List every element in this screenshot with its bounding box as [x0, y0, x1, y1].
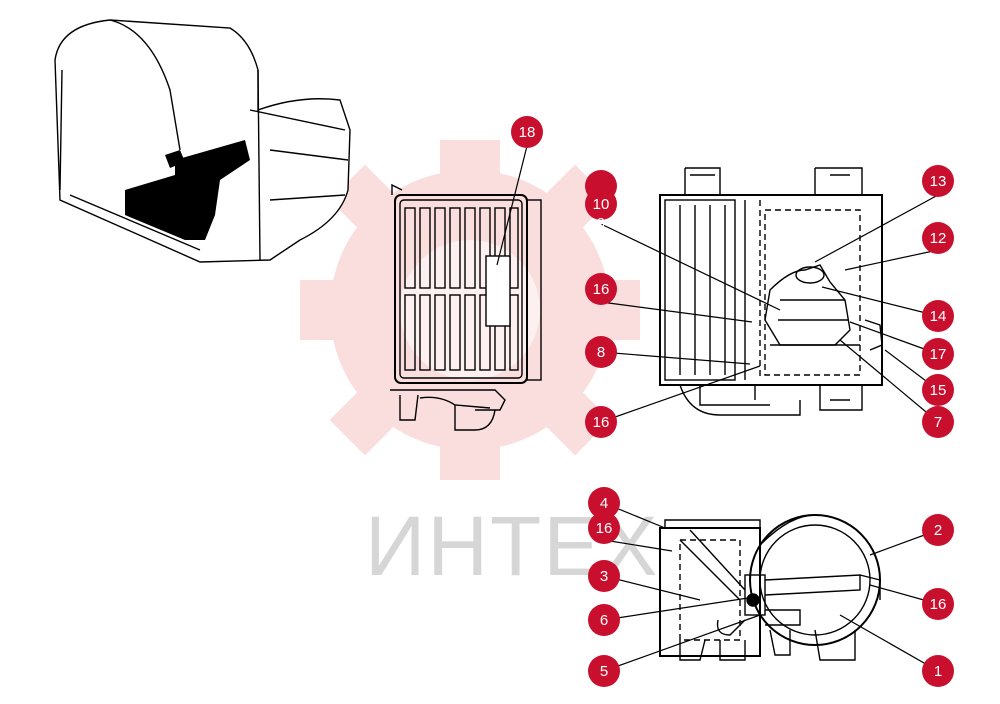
blower-unit-view	[659, 514, 881, 661]
callout-15: 15	[922, 374, 954, 406]
callout-4: 4	[588, 487, 620, 519]
callout-14: 14	[922, 300, 954, 332]
svg-text:12: 12	[930, 230, 947, 247]
callout-17: 17	[922, 338, 954, 370]
svg-text:7: 7	[934, 414, 942, 431]
watermark-gear-hole	[400, 240, 540, 380]
svg-text:13: 13	[930, 173, 947, 190]
callout-18: 18	[511, 116, 543, 148]
svg-text:17: 17	[930, 346, 947, 363]
callout-12: 12	[922, 222, 954, 254]
svg-text:14: 14	[930, 308, 947, 325]
svg-text:5: 5	[600, 663, 608, 680]
svg-text:16: 16	[593, 281, 610, 298]
callout-16d: 16	[922, 588, 954, 620]
svg-text:3: 3	[600, 568, 608, 585]
svg-text:16: 16	[596, 520, 613, 537]
heater-unit-side-view	[659, 167, 883, 416]
callout-13: 13	[922, 165, 954, 197]
svg-text:15: 15	[930, 382, 947, 399]
svg-text:16: 16	[930, 596, 947, 613]
svg-text:2: 2	[934, 522, 942, 539]
callout-5: 5	[588, 655, 620, 687]
callout-6: 6	[588, 604, 620, 636]
callout-16c: 16	[588, 512, 620, 544]
callout-16b: 16	[585, 406, 617, 438]
callout-badges: 18 10 9 13 12 16 14 17 8 15 16 7 4 16 2 …	[511, 116, 954, 687]
leader-lines	[496, 145, 939, 672]
callout-9: 9	[597, 215, 605, 232]
callout-1: 1	[922, 655, 954, 687]
svg-text:6: 6	[600, 612, 608, 629]
svg-text:1: 1	[934, 663, 942, 680]
callout-3: 3	[588, 560, 620, 592]
callout-7: 7	[922, 406, 954, 438]
svg-text:4: 4	[600, 495, 608, 512]
heater-core-front-view	[390, 183, 542, 431]
callout-16a: 16	[585, 273, 617, 305]
callout-8: 8	[585, 336, 617, 368]
svg-text:18: 18	[519, 124, 536, 141]
heater-location-highlight	[125, 140, 250, 240]
callout-10: 10	[585, 170, 617, 220]
svg-text:16: 16	[593, 414, 610, 431]
svg-text:9: 9	[597, 215, 605, 232]
svg-text:10: 10	[593, 196, 610, 213]
svg-text:8: 8	[597, 344, 605, 361]
callout-2: 2	[922, 514, 954, 546]
